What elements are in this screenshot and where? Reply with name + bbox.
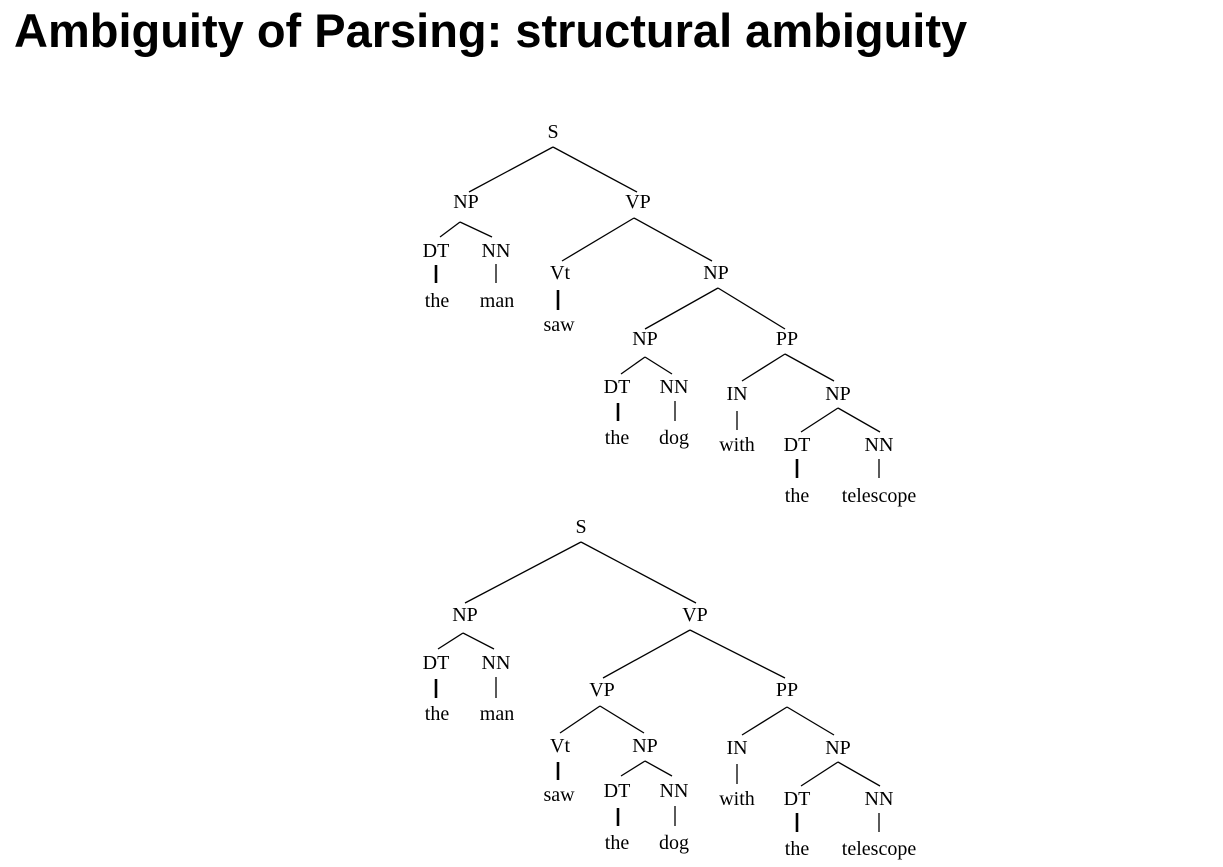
tree-2-labels: S NP DT NN the man VP VP Vt saw NP DT NN…	[423, 516, 917, 860]
node-dt: DT	[423, 240, 450, 262]
node-np-subject: NP	[453, 191, 479, 213]
node-dt: DT	[423, 652, 450, 674]
word-dog: dog	[659, 832, 689, 854]
word-man: man	[480, 290, 514, 312]
word-the: the	[785, 838, 810, 860]
node-np-telescope: NP	[825, 737, 851, 759]
edge	[786, 706, 835, 736]
edge	[459, 221, 493, 238]
node-pp: PP	[776, 328, 798, 350]
node-np-telescope: NP	[825, 383, 851, 405]
word-the: the	[785, 485, 810, 507]
node-nn: NN	[482, 240, 511, 262]
parse-tree-vp-attachment: S NP DT NN the man VP VP Vt saw NP DT NN…	[423, 516, 917, 860]
node-dt: DT	[604, 780, 631, 802]
word-dog: dog	[659, 427, 689, 449]
word-telescope: telescope	[842, 485, 917, 507]
edge	[644, 287, 719, 330]
node-vt: Vt	[550, 735, 570, 757]
node-vp-inner: VP	[589, 679, 615, 701]
word-the: the	[605, 427, 630, 449]
node-in: IN	[726, 383, 747, 405]
edge	[464, 541, 582, 604]
word-telescope: telescope	[842, 838, 917, 860]
node-dt: DT	[784, 788, 811, 810]
node-vp: VP	[682, 604, 708, 626]
word-man: man	[480, 703, 514, 725]
edge	[602, 629, 691, 679]
word-with: with	[719, 434, 755, 456]
edge	[741, 706, 788, 736]
node-in: IN	[726, 737, 747, 759]
edge	[437, 632, 464, 650]
edge	[717, 287, 786, 330]
edge	[599, 705, 645, 734]
edge	[800, 407, 839, 433]
edge	[689, 629, 786, 679]
edge	[580, 541, 697, 604]
edge	[620, 760, 646, 777]
node-s: S	[575, 516, 586, 538]
node-vp: VP	[625, 191, 651, 213]
edge	[552, 146, 638, 193]
word-the: the	[605, 832, 630, 854]
edge	[644, 760, 673, 777]
word-saw: saw	[543, 784, 575, 806]
word-the: the	[425, 290, 450, 312]
edge	[468, 146, 554, 193]
node-vt: Vt	[550, 262, 570, 284]
node-np-object: NP	[703, 262, 729, 284]
word-the: the	[425, 703, 450, 725]
tree-1-labels: S NP DT NN the man VP Vt saw NP NP DT NN…	[423, 121, 917, 507]
edge	[644, 356, 673, 375]
node-nn: NN	[482, 652, 511, 674]
node-nn: NN	[660, 780, 689, 802]
slide-title: Ambiguity of Parsing: structural ambigui…	[14, 4, 968, 57]
node-np-dog: NP	[632, 735, 658, 757]
edge	[800, 761, 839, 787]
node-np-dog: NP	[632, 328, 658, 350]
edge	[561, 217, 635, 262]
edge	[633, 217, 713, 262]
edge	[439, 221, 461, 238]
parse-tree-np-attachment: S NP DT NN the man VP Vt saw NP NP DT NN…	[423, 121, 917, 507]
edge	[620, 356, 646, 375]
tree-2-edges	[434, 541, 881, 832]
edge	[741, 353, 786, 382]
node-pp: PP	[776, 679, 798, 701]
node-nn: NN	[865, 434, 894, 456]
edge	[784, 353, 835, 382]
tree-1-edges	[434, 146, 881, 478]
word-saw: saw	[543, 314, 575, 336]
node-dt: DT	[604, 376, 631, 398]
word-with: with	[719, 788, 755, 810]
edge	[837, 761, 881, 787]
node-np-subject: NP	[452, 604, 478, 626]
node-nn: NN	[660, 376, 689, 398]
edge	[462, 632, 495, 650]
node-s: S	[547, 121, 558, 143]
node-dt: DT	[784, 434, 811, 456]
edge	[559, 705, 601, 734]
node-nn: NN	[865, 788, 894, 810]
edge	[837, 407, 881, 433]
